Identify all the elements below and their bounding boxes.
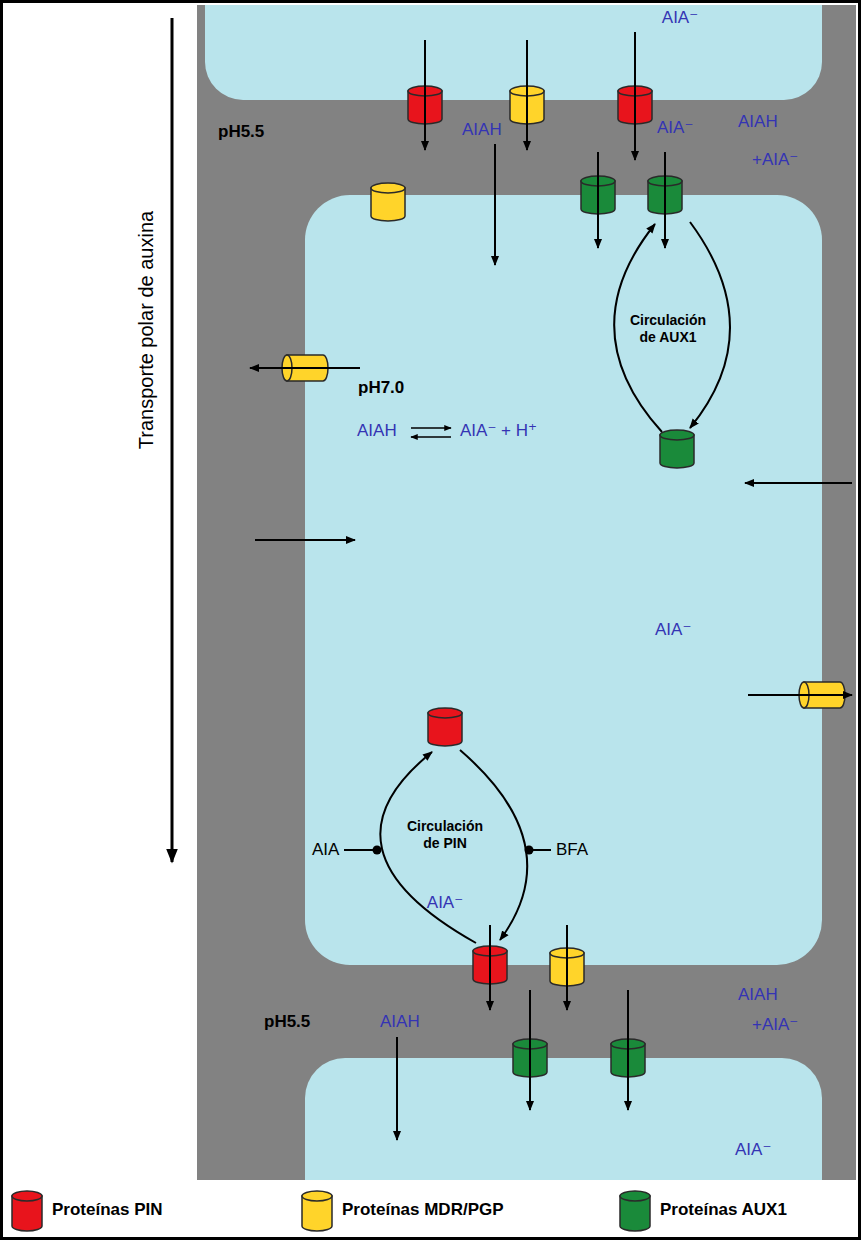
aux1-protein (648, 176, 682, 214)
legend-text: Proteínas AUX1 (660, 1200, 787, 1220)
flux-arrow (526, 40, 528, 150)
diffusion-arrow (494, 144, 496, 265)
mdr-protein (371, 183, 405, 221)
mdr-protein (282, 355, 328, 381)
diffusion-arrow (255, 539, 355, 541)
diffusion-arrow (745, 482, 852, 484)
axis-title: Transporte polar de auxina (134, 211, 158, 449)
recycling-arc (380, 752, 476, 943)
cell-label: AIA (312, 840, 339, 860)
pin-protein (428, 708, 462, 746)
cell-label: AIAH (357, 421, 397, 441)
equilibrium-arrow (411, 427, 451, 429)
cell-label: BFA (556, 840, 588, 860)
flux-arrow (566, 925, 568, 1010)
aux1-protein (513, 1039, 547, 1077)
flux-arrow (424, 40, 426, 150)
auxin-label: +AIA⁻ (752, 150, 798, 170)
diffusion-arrow (396, 1037, 398, 1140)
aux1-protein (611, 1039, 645, 1077)
auxin-label: AIAH (738, 112, 778, 132)
legend-text: Proteínas PIN (52, 1200, 163, 1220)
cell-label: AIA⁻ (735, 1140, 771, 1160)
swatch-cap (302, 1191, 332, 1201)
cell-label: AIA⁻ (427, 893, 463, 913)
legend-swatch (10, 1189, 44, 1233)
flux-arrow (664, 152, 666, 248)
auxin-label: AIAH (738, 985, 778, 1005)
auxin-label: +AIA⁻ (752, 1015, 798, 1035)
inhibitor-dot (525, 846, 534, 855)
mdr-protein (550, 948, 584, 986)
recycling-arc (690, 222, 730, 428)
recycling-arc (460, 750, 527, 940)
equilibrium-arrow (411, 436, 451, 438)
auxin-label: AIAH (462, 120, 502, 140)
cell-label: AIA⁻ + H⁺ (460, 421, 537, 441)
inhibitor-line (533, 849, 551, 851)
flux-arrow (597, 152, 599, 248)
cell-label: pH7.0 (358, 378, 404, 398)
plant-cell: AIA⁻ (205, 5, 822, 100)
legend-swatch (618, 1189, 652, 1233)
ph-label: pH5.5 (264, 1012, 310, 1032)
flux-arrow (250, 367, 360, 369)
pin-protein (473, 946, 507, 984)
inhibitor-dot (373, 846, 382, 855)
flux-arrow (489, 925, 491, 1010)
mdr-protein (799, 682, 845, 708)
recycling-arc (614, 224, 662, 432)
cell-label: AIA⁻ (662, 8, 698, 28)
cell-label: AIA⁻ (655, 620, 691, 640)
apoplast-ground (197, 5, 856, 1180)
flux-arrow (529, 990, 531, 1110)
auxin-label: AIA⁻ (657, 118, 693, 138)
flux-arrow (748, 694, 852, 696)
flux-arrow (627, 990, 629, 1110)
inhibitor-line (344, 849, 373, 851)
swatch-cap (12, 1191, 42, 1201)
legend-swatch (300, 1189, 334, 1233)
pin-protein (408, 86, 442, 124)
flux-arrow (634, 32, 636, 160)
legend-text: Proteínas MDR/PGP (342, 1200, 504, 1220)
aux1-protein (581, 176, 615, 214)
protein-cylinders (282, 86, 845, 1077)
auxin-label: AIAH (380, 1012, 420, 1032)
cell-label: Circulación de AUX1 (622, 312, 714, 346)
swatch-cap (620, 1191, 650, 1201)
pin-protein (618, 86, 652, 124)
aux1-protein (660, 430, 694, 468)
plant-cell: AIA⁻ (305, 1058, 822, 1180)
polar-transport-arrow (171, 18, 174, 862)
flux-arrows (250, 32, 852, 1140)
plant-cell: Circulación de AUX1 pH7.0AIAH AIA⁻ + H⁺ AIA… (305, 195, 822, 965)
ph-label: pH5.5 (218, 122, 264, 142)
cell-label: Circulación de PIN (399, 818, 491, 852)
mdr-protein (510, 86, 544, 124)
